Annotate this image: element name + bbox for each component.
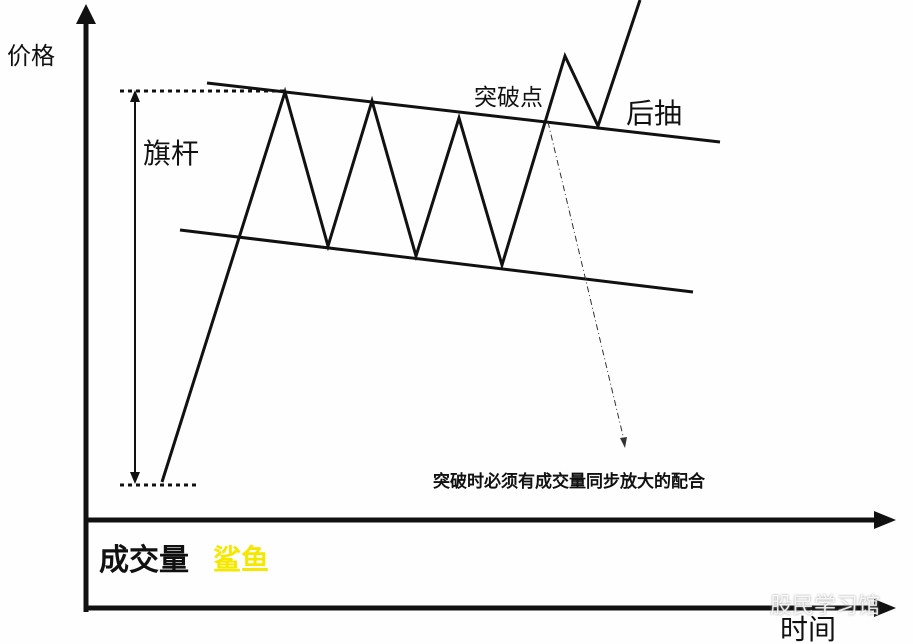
pullback-label: 后抽 (626, 97, 683, 130)
y-axis-arrowhead (76, 4, 96, 24)
flagpole-arrow-top (130, 90, 140, 102)
price-path (160, 0, 642, 483)
projection-dashed-arrow (547, 121, 625, 441)
flagpole-label: 旗杆 (143, 137, 200, 170)
volume-axis-arrowhead (874, 511, 896, 529)
x-axis-arrowhead (874, 599, 896, 617)
upper-trendline (206, 81, 721, 144)
y-axis-label: 价格 (7, 42, 55, 70)
projection-arrowhead (620, 437, 627, 448)
volume-note: 突破时必须有成交量同步放大的配合 (433, 472, 705, 492)
shark-label: 鲨鱼 (213, 543, 270, 576)
x-axis-label: 时间 (780, 613, 837, 644)
watermark: 股民学习馆 (770, 594, 881, 619)
volume-label: 成交量 (99, 543, 189, 578)
flagpole-arrow-bottom (130, 472, 140, 484)
lower-trendline (179, 228, 694, 294)
breakout-point-label: 突破点 (474, 85, 543, 111)
